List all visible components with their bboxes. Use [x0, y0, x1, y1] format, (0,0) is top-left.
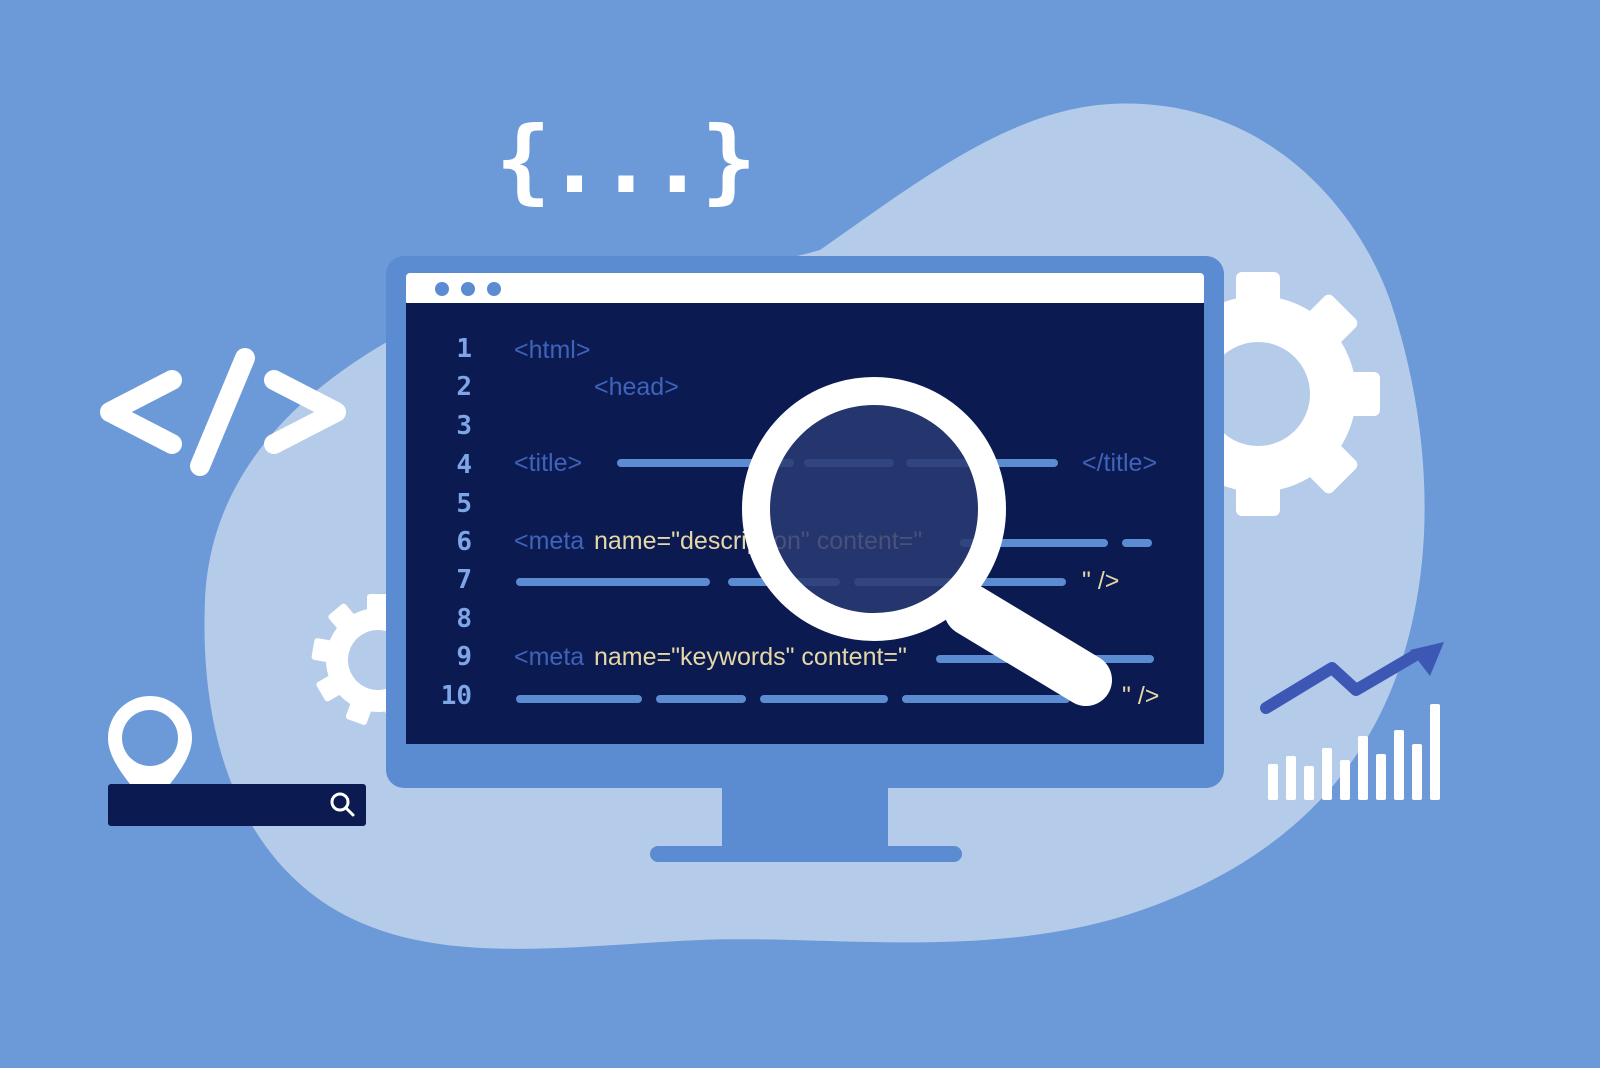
code-meta-close: " />: [1122, 682, 1159, 710]
magnifying-glass-icon: [742, 377, 1112, 706]
line-number: 7: [456, 565, 472, 595]
window-dot-icon: [435, 282, 449, 296]
line-number: 6: [456, 527, 472, 557]
code-head-tag: <head>: [594, 373, 679, 401]
window-dot-icon: [487, 282, 501, 296]
line-number: 10: [441, 681, 472, 711]
code-title-close: </title>: [1082, 449, 1157, 477]
line-number: 1: [456, 334, 472, 364]
line-number: 2: [456, 372, 472, 402]
code-meta-tag: <meta: [514, 643, 584, 671]
window-dots: [435, 282, 501, 296]
line-number: 5: [456, 489, 472, 519]
code-title-open: <title>: [514, 449, 582, 477]
code-html-tag: <html>: [514, 336, 590, 364]
line-number: 8: [456, 604, 472, 634]
line-number: 3: [456, 411, 472, 441]
code-meta-tag: <meta: [514, 527, 584, 555]
window-titlebar: [406, 273, 1204, 305]
code-meta-keywords-attr: name="keywords" content=": [594, 643, 907, 671]
window-dot-icon: [461, 282, 475, 296]
bar-chart-icon: [1268, 704, 1440, 800]
search-icon[interactable]: [330, 792, 355, 817]
search-bar[interactable]: [108, 784, 366, 826]
trend-arrow-icon: [1260, 642, 1444, 714]
line-numbers: 1 2 3 4 5 6 7 8 9 10: [441, 334, 472, 711]
code-meta-close: " />: [1082, 567, 1119, 595]
line-number: 4: [456, 450, 472, 480]
location-pin-icon: [108, 696, 192, 808]
code-tag-icon: </>: [100, 348, 346, 476]
line-number: 9: [456, 642, 472, 672]
curly-braces-label: {...}: [496, 107, 753, 214]
monitor-stand: [650, 780, 962, 862]
